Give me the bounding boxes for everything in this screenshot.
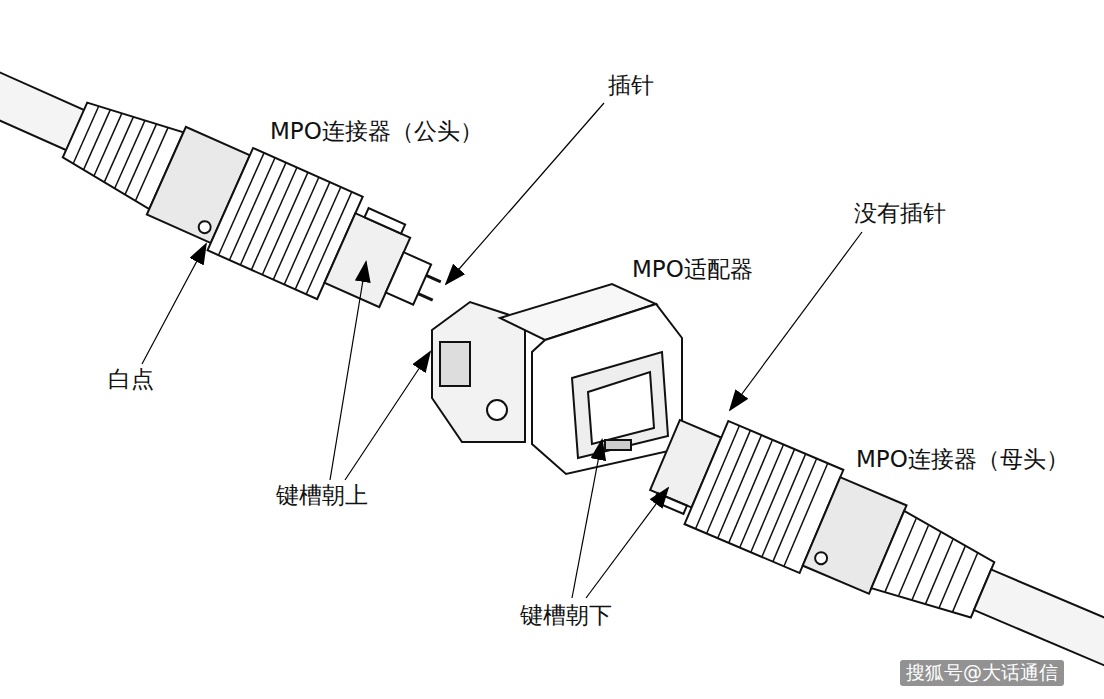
part-label: MPO适配器: [630, 256, 755, 282]
leader-lines: [142, 103, 862, 598]
part-label: 白点: [106, 366, 156, 392]
female-connector: [643, 403, 1104, 699]
part-label: 没有插针: [852, 200, 948, 226]
part-label: 插针: [606, 72, 656, 98]
part-label: MPO连接器（公头）: [268, 118, 485, 144]
watermark: 搜狐号@大话通信: [900, 660, 1064, 686]
male-connector: [0, 6, 460, 343]
part-label: 键槽朝上: [274, 482, 370, 508]
part-label: 键槽朝下: [518, 602, 614, 628]
mpo-adapter: [432, 284, 682, 474]
part-label: MPO连接器（母头）: [854, 446, 1071, 472]
